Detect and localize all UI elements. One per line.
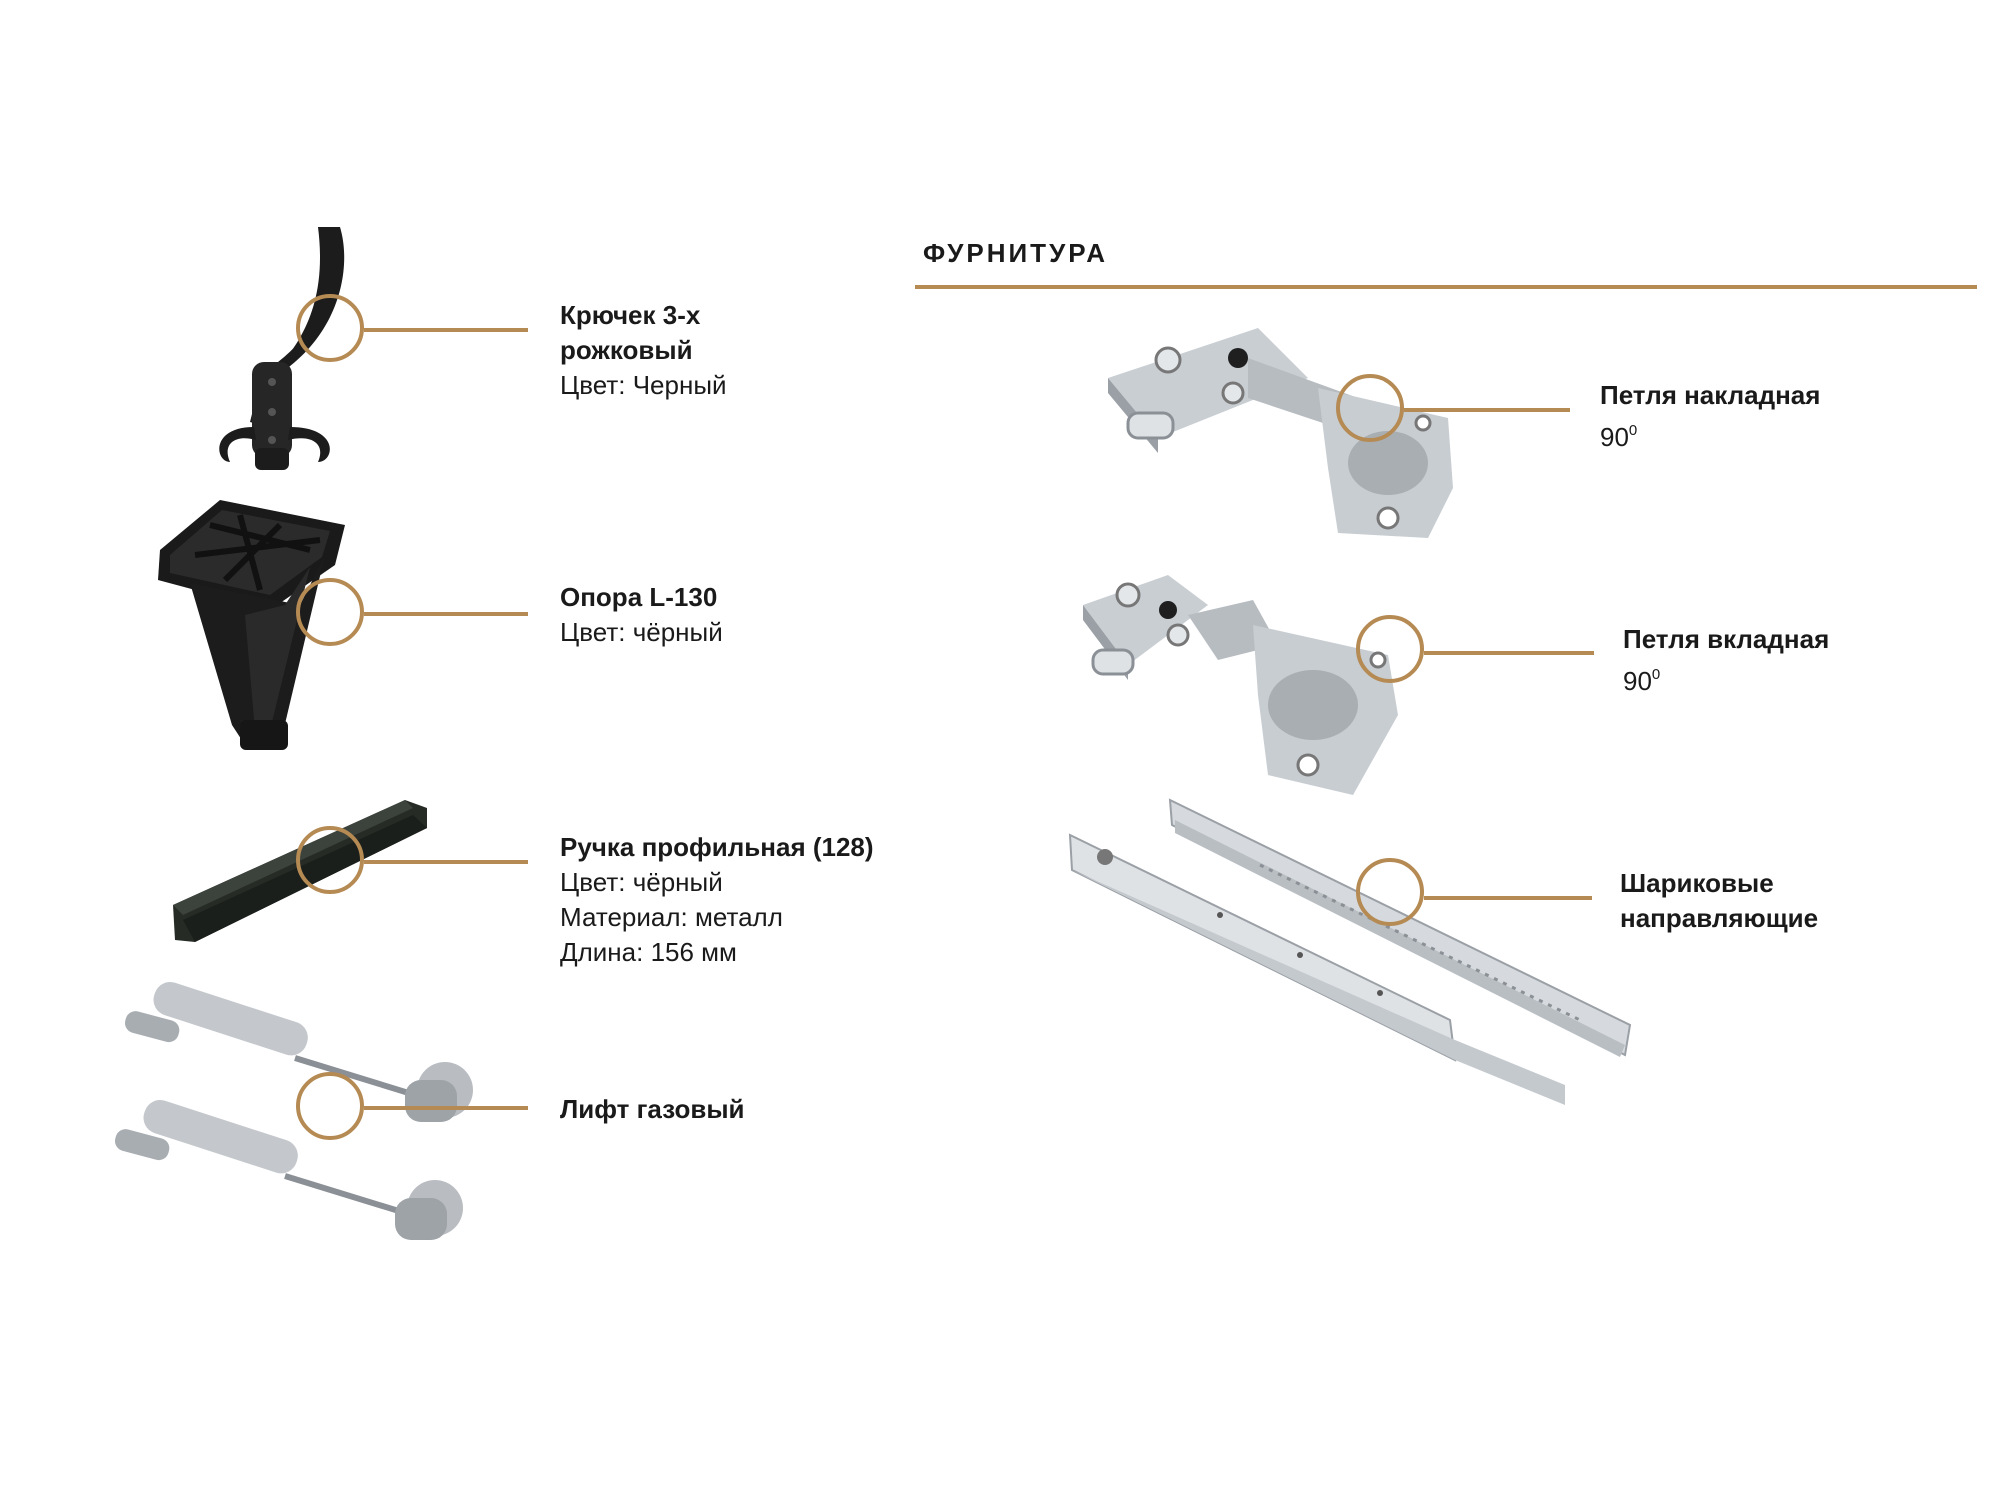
hook-callout-ring: [296, 294, 364, 362]
ball-bearing-slide-photo: [1068, 798, 1632, 1105]
handle-leader-line: [364, 860, 528, 864]
leg-callout-ring: [296, 578, 364, 646]
section-title: ФУРНИТУРА: [923, 238, 1109, 268]
leg-label: Опора L-130 Цвет: чёрный: [560, 580, 723, 650]
slide-label: Шариковые направляющие: [1620, 866, 1850, 936]
gas-lift-photo: [114, 981, 473, 1240]
title-divider: [915, 285, 1977, 289]
slide-callout-ring: [1356, 858, 1424, 926]
gas-lift-callout-ring: [296, 1072, 364, 1140]
hook-color: Цвет: Черный: [560, 370, 727, 400]
gas-lift-name: Лифт газовый: [560, 1094, 745, 1124]
slide-name: Шариковые направляющие: [1620, 868, 1819, 933]
handle-name: Ручка профильная (128): [560, 832, 874, 862]
overlay-hinge-name: Петля накладная: [1600, 380, 1821, 410]
overlay-hinge-callout-ring: [1336, 374, 1404, 442]
furniture-leg-photo: [158, 500, 345, 750]
handle-callout-ring: [296, 826, 364, 894]
overlay-hinge-photo: [1108, 328, 1453, 538]
inset-hinge-photo: [1083, 575, 1398, 795]
hook-name: Крючек 3-х рожковый: [560, 300, 701, 365]
overlay-hinge-label: Петля накладная 900: [1600, 378, 1820, 455]
overlay-hinge-leader-line: [1404, 408, 1570, 412]
gas-lift-label: Лифт газовый: [560, 1092, 745, 1127]
handle-material: Материал: металл: [560, 902, 783, 932]
handle-label: Ручка профильная (128) Цвет: чёрный Мате…: [560, 830, 874, 970]
inset-hinge-name: Петля вкладная: [1623, 624, 1830, 654]
hook-leader-line: [364, 328, 528, 332]
inset-hinge-angle: 900: [1623, 666, 1661, 696]
gas-lift-leader-line: [364, 1106, 528, 1110]
coat-hook-photo: [219, 227, 345, 470]
handle-length: Длина: 156 мм: [560, 937, 737, 967]
inset-hinge-leader-line: [1424, 651, 1594, 655]
inset-hinge-label: Петля вкладная 900: [1623, 622, 1829, 699]
hook-label: Крючек 3-х рожковый Цвет: Черный: [560, 298, 760, 403]
leg-color: Цвет: чёрный: [560, 617, 723, 647]
handle-color: Цвет: чёрный: [560, 867, 723, 897]
inset-hinge-callout-ring: [1356, 615, 1424, 683]
overlay-hinge-angle: 900: [1600, 422, 1638, 452]
leg-name: Опора L-130: [560, 582, 718, 612]
leg-leader-line: [364, 612, 528, 616]
slide-leader-line: [1424, 896, 1592, 900]
